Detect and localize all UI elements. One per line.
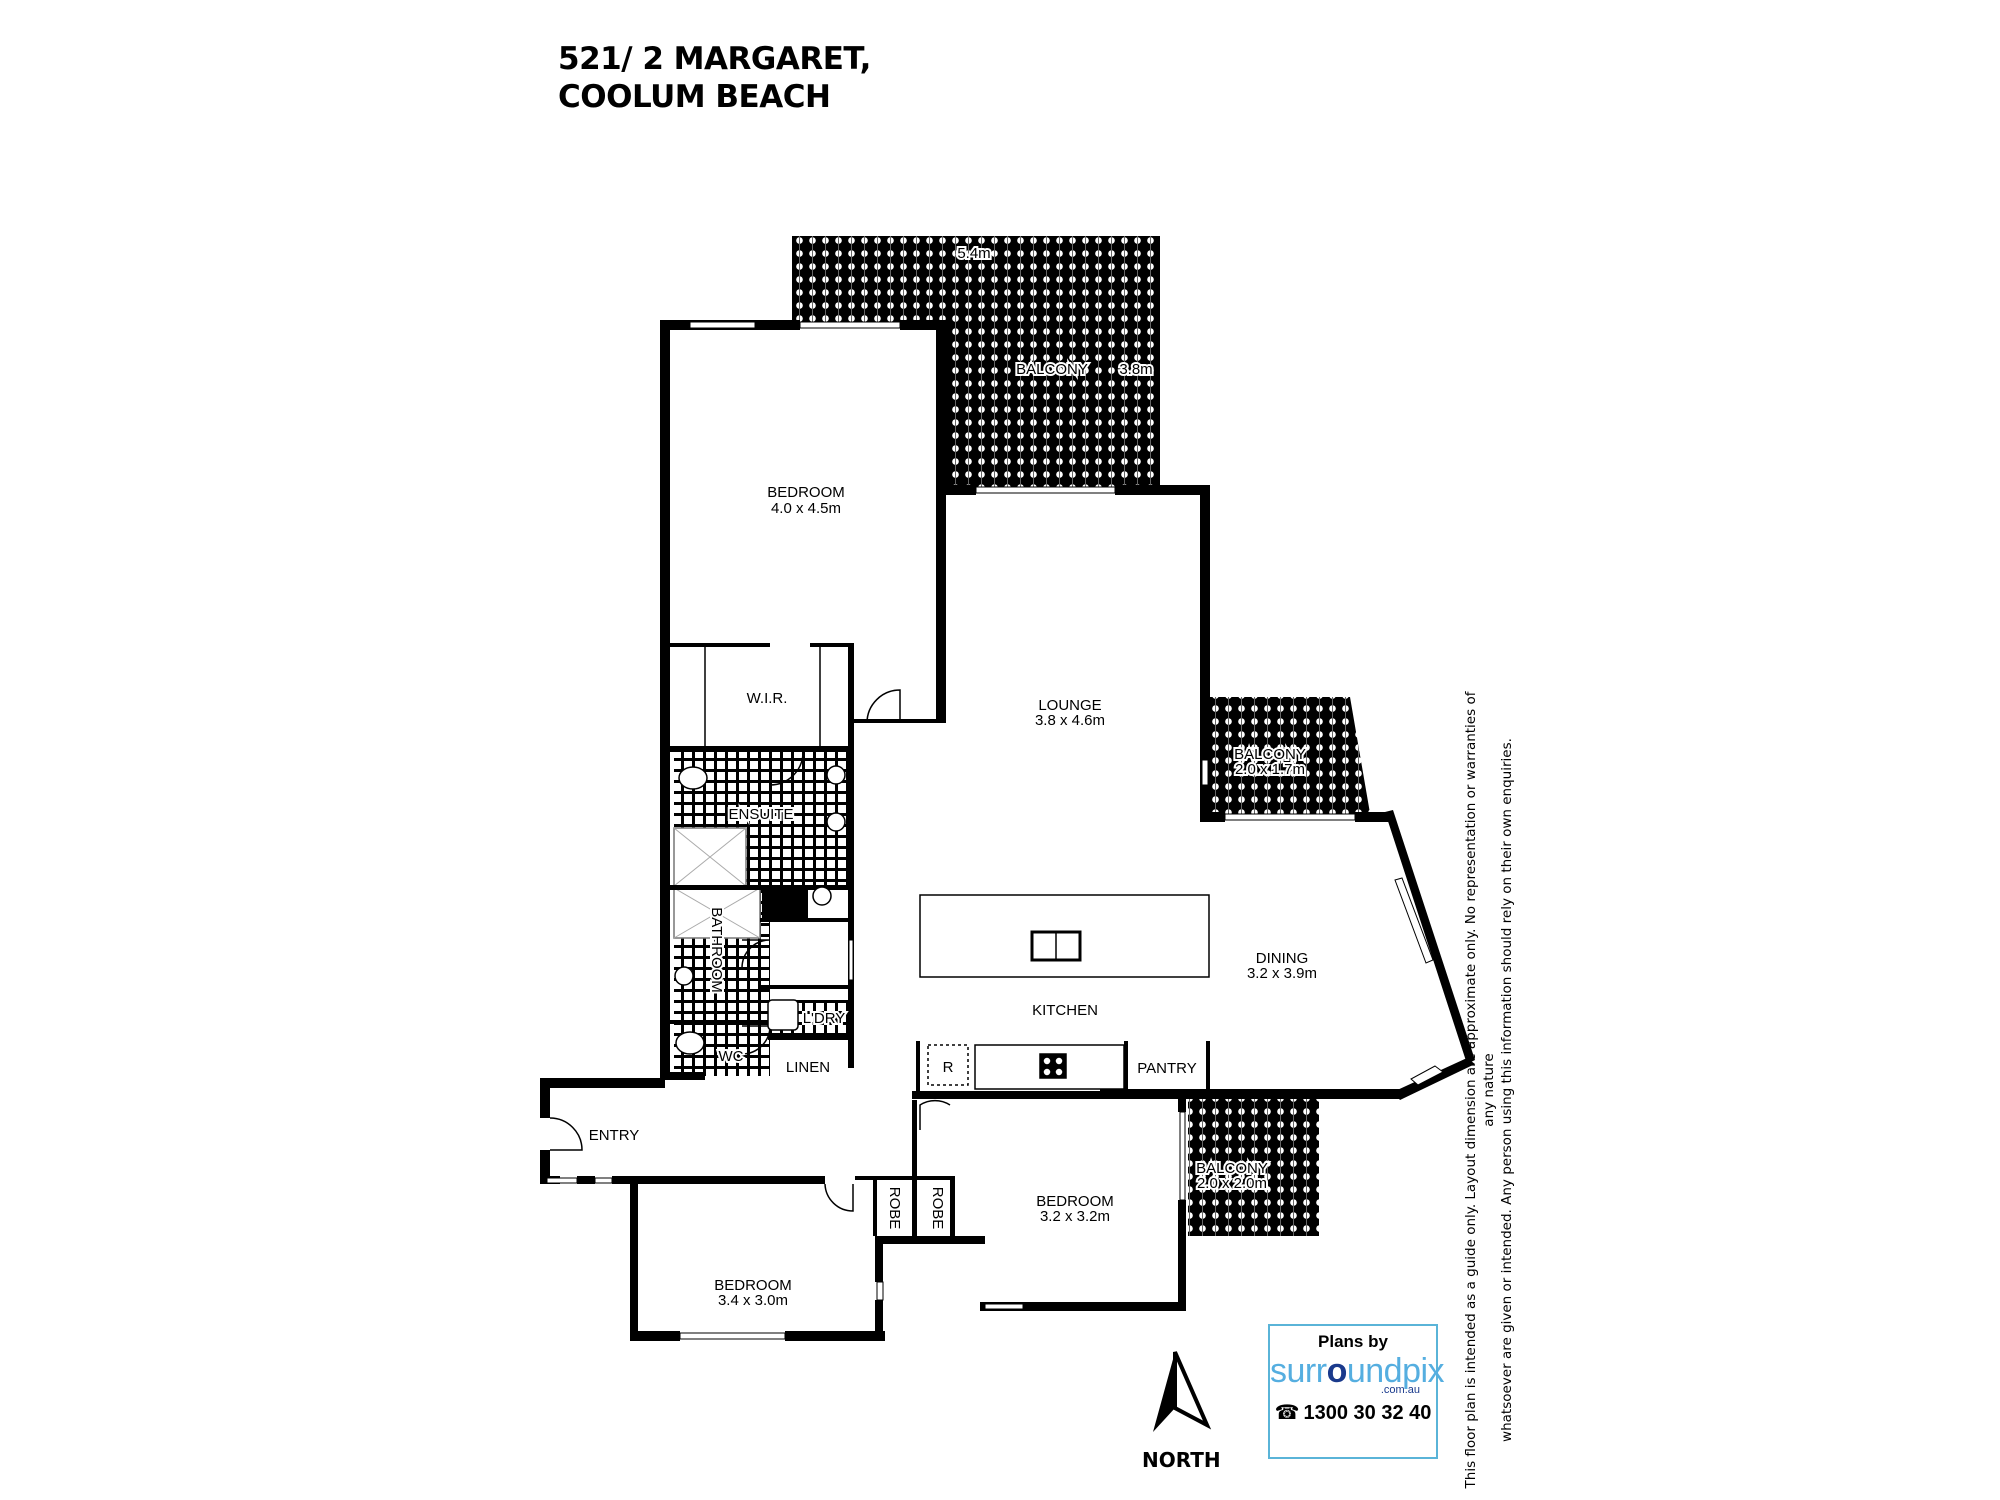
ensuite-label: ENSUITE — [728, 806, 793, 823]
bedroom-3-label: BEDROOM — [1036, 1193, 1114, 1210]
ensuite-shower — [673, 827, 747, 887]
brand-pre: surr — [1270, 1352, 1327, 1390]
windows — [546, 321, 1444, 1340]
brand-domain: .com.au — [1380, 1384, 1420, 1396]
linen-label: LINEN — [786, 1059, 830, 1076]
balcony-main — [792, 236, 1160, 490]
laundry-label: L'DRY — [803, 1010, 846, 1027]
fridge-space — [927, 1044, 969, 1086]
bedroom-2-label: BEDROOM — [714, 1277, 792, 1294]
north-arrow-icon — [1153, 1351, 1212, 1432]
vanity-basin-icon — [812, 886, 832, 906]
wir-label: W.I.R. — [747, 690, 788, 707]
entry-label: ENTRY — [589, 1127, 640, 1144]
telephone-icon: ☎ — [1274, 1402, 1300, 1424]
property-address: 521/ 2 MARGARET, COOLUM BEACH — [558, 40, 871, 116]
brand-post: undpix — [1346, 1352, 1445, 1390]
wc-toilet-icon — [675, 1031, 705, 1055]
balcony-main-depth: 3.8m — [1119, 361, 1152, 378]
surroundpix-logo: Plans by surroundpix .com.au ☎1300 30 32… — [1268, 1324, 1445, 1459]
ensuite-basin-icon — [826, 765, 846, 785]
walls — [540, 320, 1475, 1341]
brand-name: surroundpix — [1270, 1352, 1445, 1390]
balcony-main-width: 5.4m — [957, 245, 990, 262]
brand-o-icon: o — [1326, 1352, 1348, 1390]
bedroom-main-size: 4.0 x 4.5m — [771, 500, 841, 517]
fridge-label: R — [943, 1059, 954, 1076]
bathroom-basin-icon — [674, 966, 694, 986]
bulkhead — [762, 888, 808, 922]
dining-size: 3.2 x 3.9m — [1247, 965, 1317, 982]
address-line-1: 521/ 2 MARGARET, — [558, 41, 871, 77]
balcony-south-size: 2.0 x 2.0m — [1197, 1175, 1267, 1192]
fixtures — [674, 643, 1210, 1090]
balcony-east — [1210, 697, 1371, 819]
bedroom-main-label: BEDROOM — [767, 484, 845, 501]
address-line-2: COOLUM BEACH — [558, 79, 831, 115]
bedroom-3-size: 3.2 x 3.2m — [1040, 1208, 1110, 1225]
lounge-size: 3.8 x 4.6m — [1035, 712, 1105, 729]
disclaimer: This floor plan is intended as a guide o… — [1462, 690, 1516, 1490]
robe-1-label: ROBE — [886, 1187, 903, 1230]
balcony-east-label: BALCONY — [1234, 746, 1306, 763]
plans-by-label: Plans by — [1318, 1332, 1388, 1351]
phone-text: 1300 30 32 40 — [1303, 1402, 1432, 1424]
balcony-main-label: BALCONY — [1016, 361, 1088, 378]
dining-label: DINING — [1256, 950, 1309, 967]
disclaimer-line-1: This floor plan is intended as a guide o… — [1463, 691, 1497, 1489]
bathroom-shower — [673, 887, 761, 939]
pantry-label: PANTRY — [1137, 1060, 1196, 1077]
laundry-tub-icon — [767, 999, 799, 1031]
bathroom-label: BATHROOM — [708, 907, 725, 993]
bedroom-2-size: 3.4 x 3.0m — [718, 1292, 788, 1309]
kitchen-label: KITCHEN — [1032, 1002, 1098, 1019]
ensuite-toilet-icon — [678, 766, 708, 790]
balcony-south — [1188, 1099, 1319, 1236]
balcony-south-label: BALCONY — [1196, 1160, 1268, 1177]
ensuite-basin-2-icon — [826, 812, 846, 832]
north-label: NORTH — [1142, 1448, 1221, 1472]
wc-label: WC — [719, 1048, 744, 1065]
robe-2-label: ROBE — [929, 1187, 946, 1230]
balcony-east-size: 2.0 x 1.7m — [1235, 761, 1305, 778]
disclaimer-line-2: whatsoever are given or intended. Any pe… — [1499, 738, 1515, 1442]
room-labels: BEDROOM 4.0 x 4.5m W.I.R. ENSUITE BATHRO… — [589, 243, 1317, 1309]
lounge-label: LOUNGE — [1038, 697, 1101, 714]
phone-number: ☎1300 30 32 40 — [1270, 1400, 1436, 1425]
